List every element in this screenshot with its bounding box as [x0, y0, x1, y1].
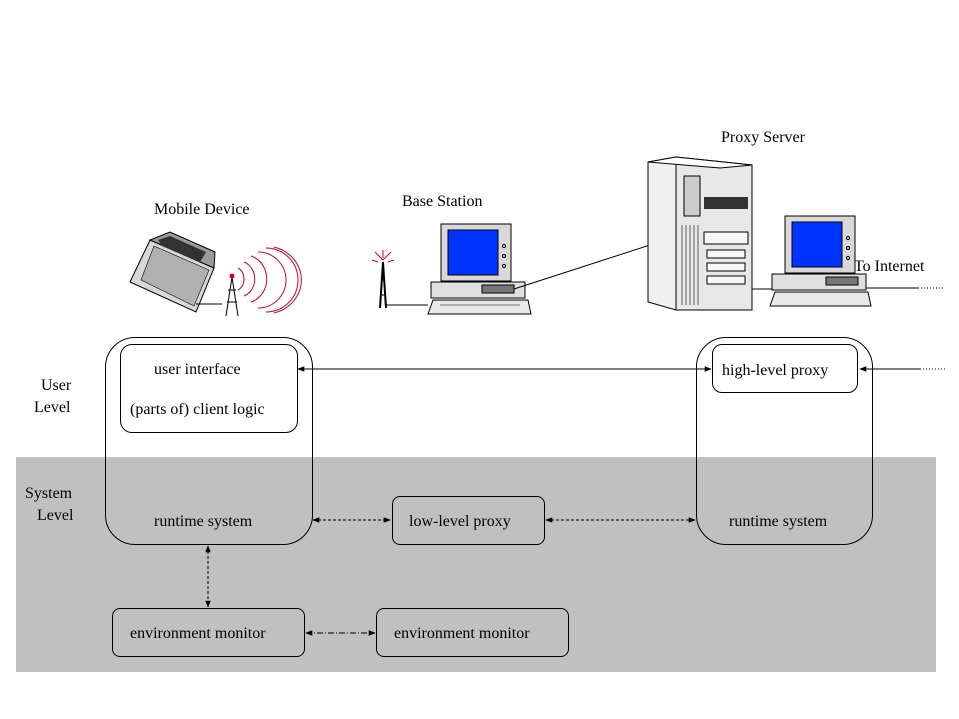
user-level-label-1: User [41, 377, 72, 394]
base-station-label: Base Station [402, 193, 483, 210]
server-runtime-label: runtime system [729, 513, 828, 530]
proxy-workstation-icon [769, 215, 872, 307]
system-level-label-1: System [25, 485, 73, 502]
client-node-container [105, 337, 313, 545]
client-runtime-label: runtime system [154, 513, 253, 530]
high-level-proxy-label: high-level proxy [722, 362, 829, 379]
proxy-server-label: Proxy Server [721, 129, 805, 146]
system-level-band [16, 457, 936, 672]
client-environment-monitor-label: environment monitor [130, 625, 266, 642]
base-station-computer-icon [427, 223, 532, 315]
client-environment-monitor-box [112, 608, 305, 657]
user-level-label-2: Level [34, 399, 71, 416]
system-level-label-2: Level [37, 507, 74, 524]
base-antenna-icon [371, 250, 395, 309]
middle-environment-monitor-box [376, 608, 569, 657]
low-level-proxy-box [392, 496, 545, 545]
mobile-antenna-icon [225, 273, 239, 317]
low-level-proxy-label: low-level proxy [409, 513, 511, 530]
client-user-box [120, 344, 298, 433]
proxy-server-tower-icon [647, 156, 753, 311]
user-interface-label: user interface [154, 361, 241, 378]
middle-environment-monitor-label: environment monitor [394, 625, 530, 642]
mobile-device-label: Mobile Device [154, 201, 250, 218]
laptop-icon [129, 231, 222, 313]
signal-waves-icon [237, 246, 302, 314]
high-level-proxy-box [712, 344, 858, 393]
to-internet-label: To Internet [854, 258, 925, 275]
server-node-container [696, 337, 873, 545]
base-to-server-link [513, 244, 651, 290]
client-logic-label: (parts of) client logic [130, 401, 265, 418]
